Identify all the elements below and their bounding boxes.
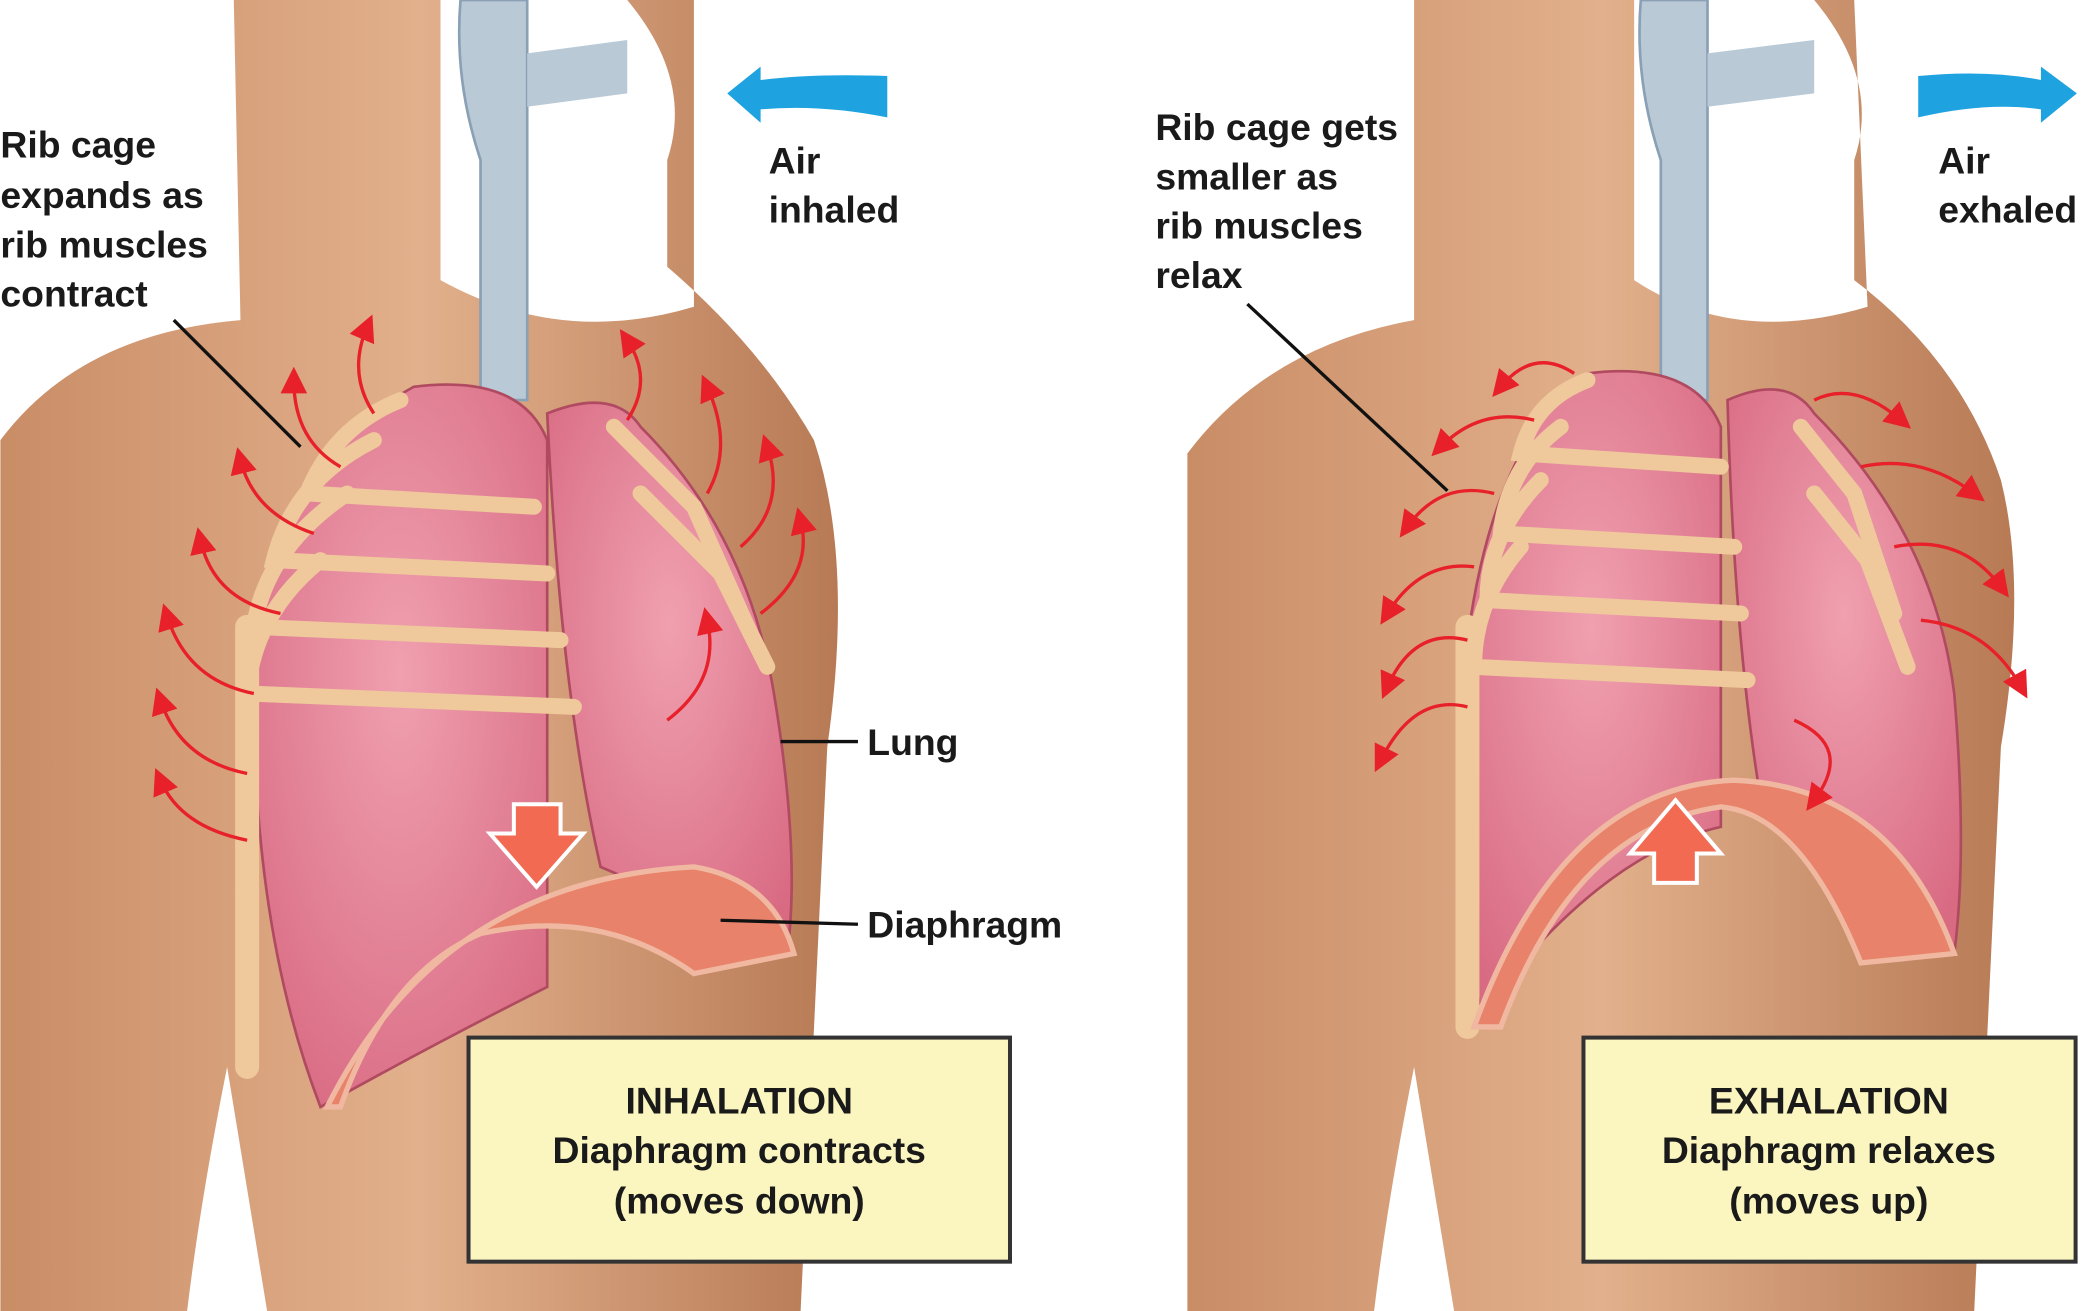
up-arrow-icon [1625, 797, 1726, 885]
trachea [1638, 0, 1709, 402]
exhalation-panel: Rib cage gets smaller as rib muscles rel… [1155, 0, 2078, 1311]
box-line: (moves up) [1729, 1180, 1928, 1222]
rib-label-line [1246, 302, 1449, 493]
down-arrow-icon [485, 802, 588, 890]
rib-cage-label: Rib cage expands as rib muscles contract [0, 123, 218, 314]
rib-cage [235, 392, 776, 1079]
expansion-arrows [152, 314, 817, 842]
box-title: INHALATION [626, 1080, 853, 1122]
trachea [457, 0, 529, 402]
lung-right [545, 401, 794, 956]
mouth [1707, 40, 1815, 107]
box-line: Diaphragm contracts [553, 1129, 926, 1171]
diaphragm-label-line [720, 918, 859, 926]
air-inhaled-label: Air inhaled [769, 139, 900, 230]
air-inhaled-arrow-icon [727, 66, 888, 123]
box-line: (moves down) [614, 1180, 865, 1222]
diaphragm-label: Diaphragm [867, 904, 1062, 946]
air-exhaled-arrow-icon [1918, 66, 2077, 123]
air-exhaled-label: Air exhaled [1938, 139, 2077, 230]
lung-label: Lung [867, 721, 958, 763]
exhalation-box: EXHALATION Diaphragm relaxes (moves up) [1581, 1035, 2078, 1264]
mouth [527, 40, 628, 107]
diaphragm [1470, 777, 1958, 1030]
rib-cage-label: Rib cage gets smaller as rib muscles rel… [1155, 106, 1408, 296]
rib-label-line [172, 318, 302, 448]
box-line: Diaphragm relaxes [1662, 1129, 1996, 1171]
box-title: EXHALATION [1709, 1080, 1949, 1122]
rib-cage [1455, 372, 1916, 1039]
lung-right [1726, 388, 1963, 958]
inhalation-box: INHALATION Diaphragm contracts (moves do… [466, 1035, 1012, 1264]
contraction-arrows [1374, 361, 2028, 811]
diaphragm [322, 864, 798, 1110]
inhalation-panel: Rib cage expands as rib muscles contract… [0, 0, 1062, 1311]
